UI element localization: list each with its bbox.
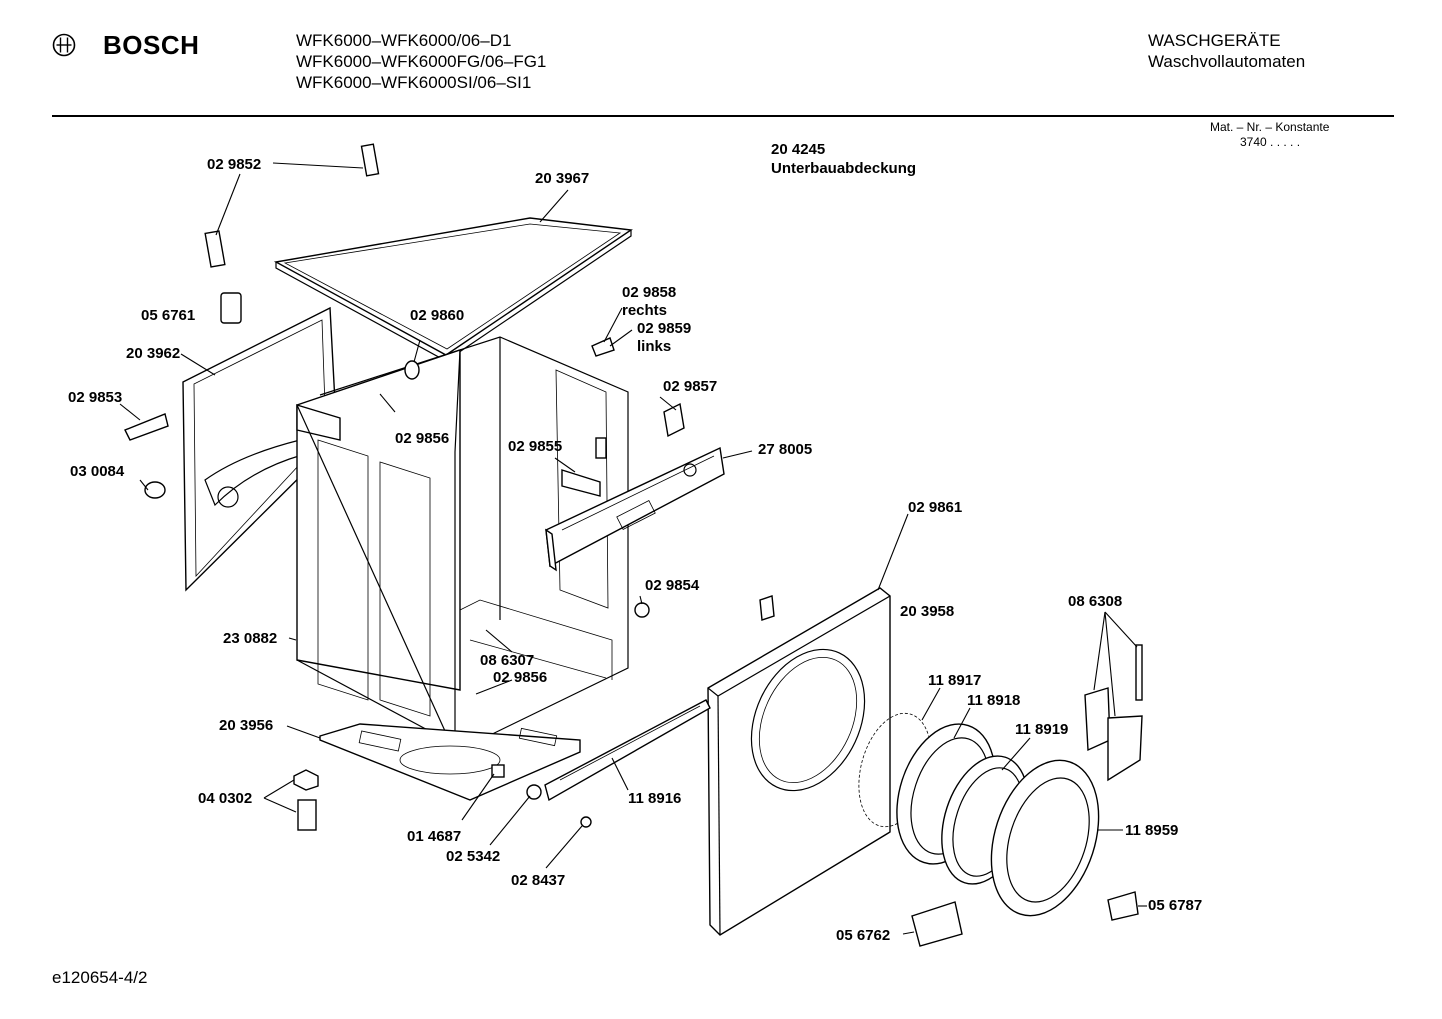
part-label-203962: 20 3962 xyxy=(126,345,181,362)
part-label-029855: 02 9855 xyxy=(508,438,563,455)
part-label-028437: 02 8437 xyxy=(511,872,566,889)
material-constant-label: Mat. – Nr. – Konstante xyxy=(1210,120,1330,134)
part-label-203958: 20 3958 xyxy=(900,603,955,620)
note-description: Unterbauabdeckung xyxy=(771,160,917,177)
part-label-056762: 05 6762 xyxy=(836,927,891,944)
part-label-rechts: rechts xyxy=(622,302,668,319)
document-id: e120654-4/2 xyxy=(52,968,148,987)
part-label-118959: 11 8959 xyxy=(1125,822,1179,839)
part-label-029861: 02 9861 xyxy=(908,499,963,516)
part-label-links: links xyxy=(637,338,672,355)
note-part-number: 20 4245 xyxy=(771,141,826,158)
front-panel-part xyxy=(707,587,891,936)
part-label-086307: 08 6307 xyxy=(480,652,535,669)
brand-name: BOSCH xyxy=(103,30,200,60)
subcategory: Waschvollautomaten xyxy=(1148,52,1306,71)
cabinet-frame-part xyxy=(296,336,629,745)
part-label-025342: 02 5342 xyxy=(446,848,501,865)
part-label-029856-top: 02 9856 xyxy=(395,430,450,447)
part-label-029856-bottom: 02 9856 xyxy=(493,669,548,686)
part-label-118918: 11 8918 xyxy=(967,692,1021,709)
small-parts xyxy=(124,143,1139,947)
material-constant-value: 3740 . . . . . xyxy=(1240,135,1301,149)
part-label-056761: 05 6761 xyxy=(141,307,196,324)
part-label-029854: 02 9854 xyxy=(645,577,700,594)
bosch-logo-icon xyxy=(52,33,76,62)
part-label-029857: 02 9857 xyxy=(663,378,718,395)
part-label-278005: 27 8005 xyxy=(758,441,813,458)
part-label-118919: 11 8919 xyxy=(1015,721,1069,738)
part-label-056787: 05 6787 xyxy=(1148,897,1203,914)
part-label-014687: 01 4687 xyxy=(407,828,462,845)
part-label-029858: 02 9858 xyxy=(622,284,677,301)
part-label-203956: 20 3956 xyxy=(219,717,274,734)
hinge-part xyxy=(1084,644,1143,782)
leader-lines xyxy=(119,162,1147,935)
part-label-086308: 08 6308 xyxy=(1068,593,1123,610)
part-label-230882: 23 0882 xyxy=(223,630,278,647)
model-line-2: WFK6000–WFK6000FG/06–FG1 xyxy=(296,52,547,71)
part-label-029852: 02 9852 xyxy=(207,156,262,173)
part-label-118917: 11 8917 xyxy=(928,672,982,689)
door-assembly-part xyxy=(858,712,1100,917)
part-label-029859: 02 9859 xyxy=(637,320,692,337)
part-label-203967: 20 3967 xyxy=(535,170,590,187)
model-line-1: WFK6000–WFK6000/06–D1 xyxy=(296,31,512,50)
base-plate-part xyxy=(319,723,581,801)
part-label-029860: 02 9860 xyxy=(410,307,465,324)
model-line-3: WFK6000–WFK6000SI/06–SI1 xyxy=(296,73,532,92)
part-label-040302: 04 0302 xyxy=(198,790,253,807)
part-label-118916: 11 8916 xyxy=(628,790,682,807)
control-bracket-part xyxy=(545,446,725,572)
header-rule xyxy=(52,115,1394,117)
part-label-029853: 02 9853 xyxy=(68,389,123,406)
part-label-030084: 03 0084 xyxy=(70,463,125,480)
category: WASCHGERÄTE xyxy=(1148,31,1281,50)
service-strip-part xyxy=(544,699,711,802)
